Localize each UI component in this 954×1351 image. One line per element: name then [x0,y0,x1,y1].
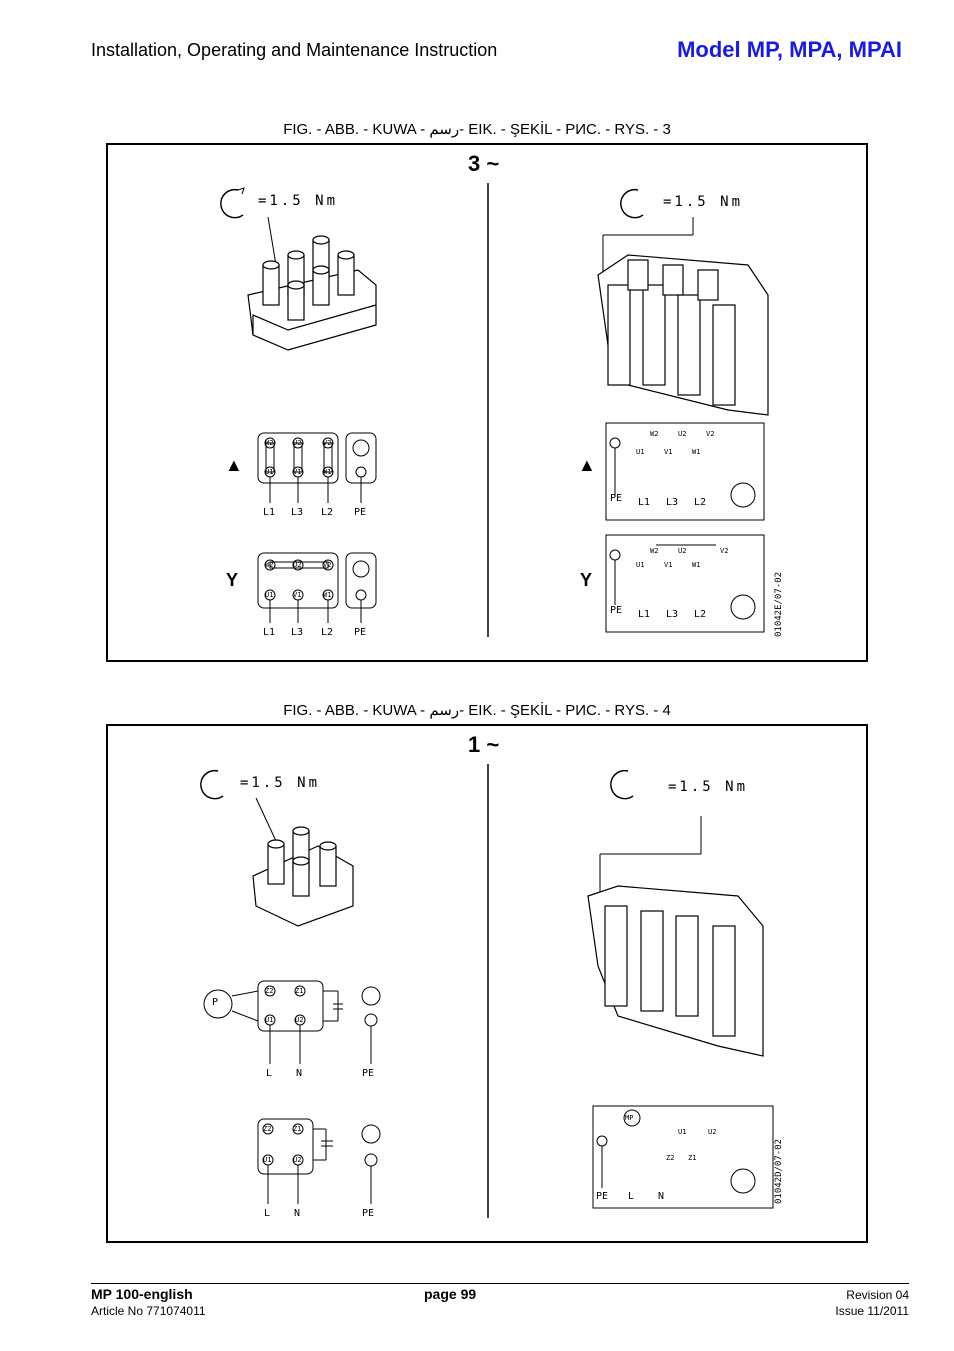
right-line-3: L2 [694,497,707,508]
star-symbol-left: Y [226,570,239,590]
term-top-1: Z2 [265,987,274,995]
right-star-line-1: L1 [638,609,651,620]
term-bottom-2: U2 [295,1016,304,1024]
delta-term-bottom-2: V1 [293,468,302,476]
right-star-line-pe: PE [610,605,623,616]
delta-symbol-right: ▲ [578,455,596,475]
star-term-bottom-3: W1 [323,591,332,599]
delta-symbol-left: ▲ [225,455,243,475]
delta-term-top-2: U2 [293,439,302,447]
right-term-4: Z1 [688,1154,697,1162]
line2-label-n: N [294,1208,301,1219]
right-star-term-bottom-2: V1 [664,561,673,569]
star-line-label-2: L3 [291,627,304,638]
right-star-line-3: L2 [694,609,707,620]
delta-term-top-3: V2 [323,439,332,447]
right-term-bottom-2: V1 [664,448,673,456]
right-star-term-bottom-3: W1 [692,561,701,569]
star-term-top-3: V2 [323,561,332,569]
figure-4-caption: FIG. - ABB. - KUWA - رسم- EIK. - ŞEKİL -… [283,702,671,719]
figure-3-frame: 3 ~ [106,143,868,662]
line-label-1: L1 [263,507,276,518]
right-term-top-2: U2 [678,430,687,438]
delta-term-top-1: W2 [265,439,274,447]
figure-4-drawing [200,764,774,1218]
right-term-top-3: V2 [706,430,715,438]
line-label-3: L2 [321,507,334,518]
right-star-term-bottom-1: U1 [636,561,645,569]
footer-doc-title: MP 100-english [91,1286,193,1302]
model-title: Model MP, MPA, MPAI [677,37,902,62]
footer-rule [91,1283,909,1284]
footer-issue: Issue 11/2011 [835,1304,909,1318]
star-symbol-right: Y [580,570,593,590]
right-line-n: N [658,1191,665,1202]
term2-top-1: Z2 [263,1125,272,1133]
right-line-l: L [628,1191,635,1202]
right-mp-label: MP [625,1114,634,1122]
term2-bottom-2: U2 [293,1156,302,1164]
line2-label-l: L [264,1208,271,1219]
line-label-2: L3 [291,507,304,518]
star-line-label-1: L1 [263,627,276,638]
right-line-pe: PE [610,493,623,504]
line-label-n: N [296,1068,303,1079]
term2-bottom-1: U1 [263,1156,272,1164]
right-term-3: Z2 [666,1154,675,1162]
star-term-bottom-1: U1 [265,591,274,599]
torque-value-right: =1.5 Nm [668,779,749,795]
drawing-code: 01042E/07-02 [774,571,784,637]
right-line-pe: PE [596,1191,609,1202]
star-term-top-2: U2 [293,561,302,569]
term2-top-2: Z1 [293,1125,302,1133]
phase-label: 3 ~ [468,151,500,176]
line-label-pe: PE [362,1068,375,1079]
right-star-term-top-3: V2 [720,547,729,555]
right-term-1: U1 [678,1128,687,1136]
star-term-top-1: W2 [265,561,274,569]
delta-term-bottom-1: U1 [265,468,274,476]
line-label-l: L [266,1068,273,1079]
drawing-code: 01042D/07-02 [774,1138,784,1204]
p-label: P [212,997,219,1008]
document-title: Installation, Operating and Maintenance … [91,40,498,60]
right-term-2: U2 [708,1128,717,1136]
delta-term-bottom-3: W1 [323,468,332,476]
right-line-2: L3 [666,497,679,508]
footer-article-number: Article No 771074011 [91,1304,206,1318]
footer-revision: Revision 04 [846,1288,909,1302]
figure-4-frame: 1 ~ [106,724,868,1243]
star-line-label-4: PE [354,627,367,638]
line2-label-pe: PE [362,1208,375,1219]
page-number: page 99 [424,1286,477,1302]
line-label-4: PE [354,507,367,518]
star-line-label-3: L2 [321,627,334,638]
right-term-top-1: W2 [650,430,659,438]
star-term-bottom-2: V1 [293,591,302,599]
term-bottom-1: U1 [265,1016,274,1024]
right-star-term-top-2: U2 [678,547,687,555]
right-star-term-top-1: W2 [650,547,659,555]
figure-3-caption: FIG. - ABB. - KUWA - رسم- EIK. - ŞEKİL -… [283,121,671,138]
right-term-bottom-1: U1 [636,448,645,456]
right-star-line-2: L3 [666,609,679,620]
right-term-bottom-3: W1 [692,448,701,456]
torque-value-left: =1.5 Nm [258,193,339,209]
phase-label: 1 ~ [468,732,500,757]
torque-value-left: =1.5 Nm [240,775,321,791]
figure-3-drawing [220,183,769,637]
torque-value-right: =1.5 Nm [663,194,744,210]
term-top-2: Z1 [295,987,304,995]
right-line-1: L1 [638,497,651,508]
